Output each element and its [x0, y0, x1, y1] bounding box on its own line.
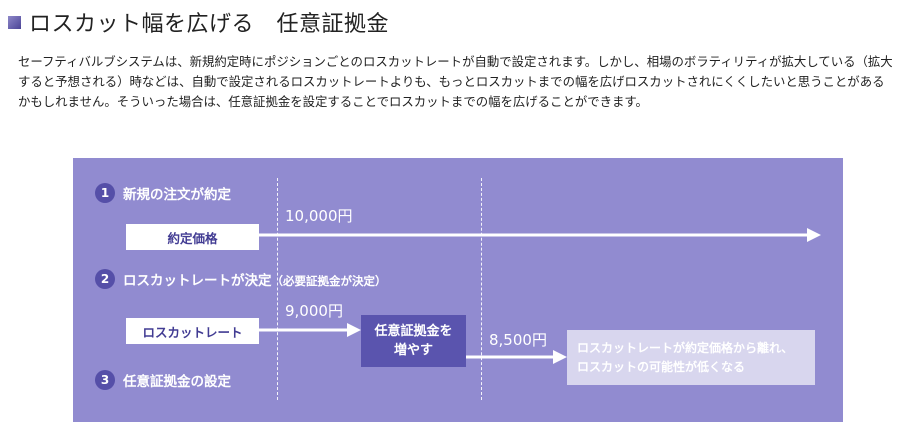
- contract-price-value: 10,000円: [285, 207, 353, 225]
- new-losscut-value: 8,500円: [489, 331, 547, 349]
- square-bullet-icon: [8, 15, 21, 29]
- arrow-head-icon: [347, 323, 361, 337]
- step-number: 3: [95, 370, 115, 390]
- losscut-rate-value: 9,000円: [285, 302, 343, 320]
- arrow-head-icon: [807, 228, 821, 242]
- result-line1: ロスカットレートが約定価格から離れ、: [577, 340, 794, 355]
- increase-margin-line2: 増やす: [393, 343, 433, 358]
- losscut-rate-box: ロスカットレート: [126, 318, 259, 344]
- diagram-panel: 1 新規の注文が約定 約定価格 10,000円 2 ロスカットレートが決定（必要…: [73, 158, 843, 422]
- step-note: （必要証拠金が決定）: [271, 274, 387, 288]
- increase-margin-line1: 任意証拠金を: [374, 324, 453, 339]
- contract-price-box: 約定価格: [126, 224, 259, 250]
- arrow-head-icon: [553, 350, 567, 364]
- dashed-divider: [481, 178, 482, 400]
- step-label: 任意証拠金の設定: [123, 374, 231, 390]
- result-box: ロスカットレートが約定価格から離れ、 ロスカットの可能性が低くなる: [567, 330, 815, 385]
- step-number: 1: [95, 183, 115, 203]
- result-line2: ロスカットの可能性が低くなる: [577, 359, 746, 374]
- step-3: 3 任意証拠金の設定: [95, 370, 231, 390]
- section-heading: ロスカット幅を広げる 任意証拠金: [8, 6, 389, 38]
- step-1: 1 新規の注文が約定: [95, 183, 231, 203]
- page-title: ロスカット幅を広げる 任意証拠金: [29, 12, 390, 37]
- intro-paragraph: セーフティバルブシステムは、新規約定時にポジションごとのロスカットレートが自動で…: [18, 54, 893, 109]
- step-2: 2 ロスカットレートが決定（必要証拠金が決定）: [95, 269, 387, 289]
- contract-price-label: 約定価格: [167, 230, 218, 246]
- step-label: 新規の注文が約定: [123, 187, 231, 203]
- losscut-rate-label: ロスカットレート: [142, 324, 243, 340]
- increase-margin-box: 任意証拠金を 増やす: [361, 315, 466, 367]
- arrows-layer: [259, 228, 821, 364]
- step-label: ロスカットレートが決定（必要証拠金が決定）: [123, 273, 387, 289]
- step-number: 2: [95, 269, 115, 289]
- dashed-divider: [277, 178, 278, 400]
